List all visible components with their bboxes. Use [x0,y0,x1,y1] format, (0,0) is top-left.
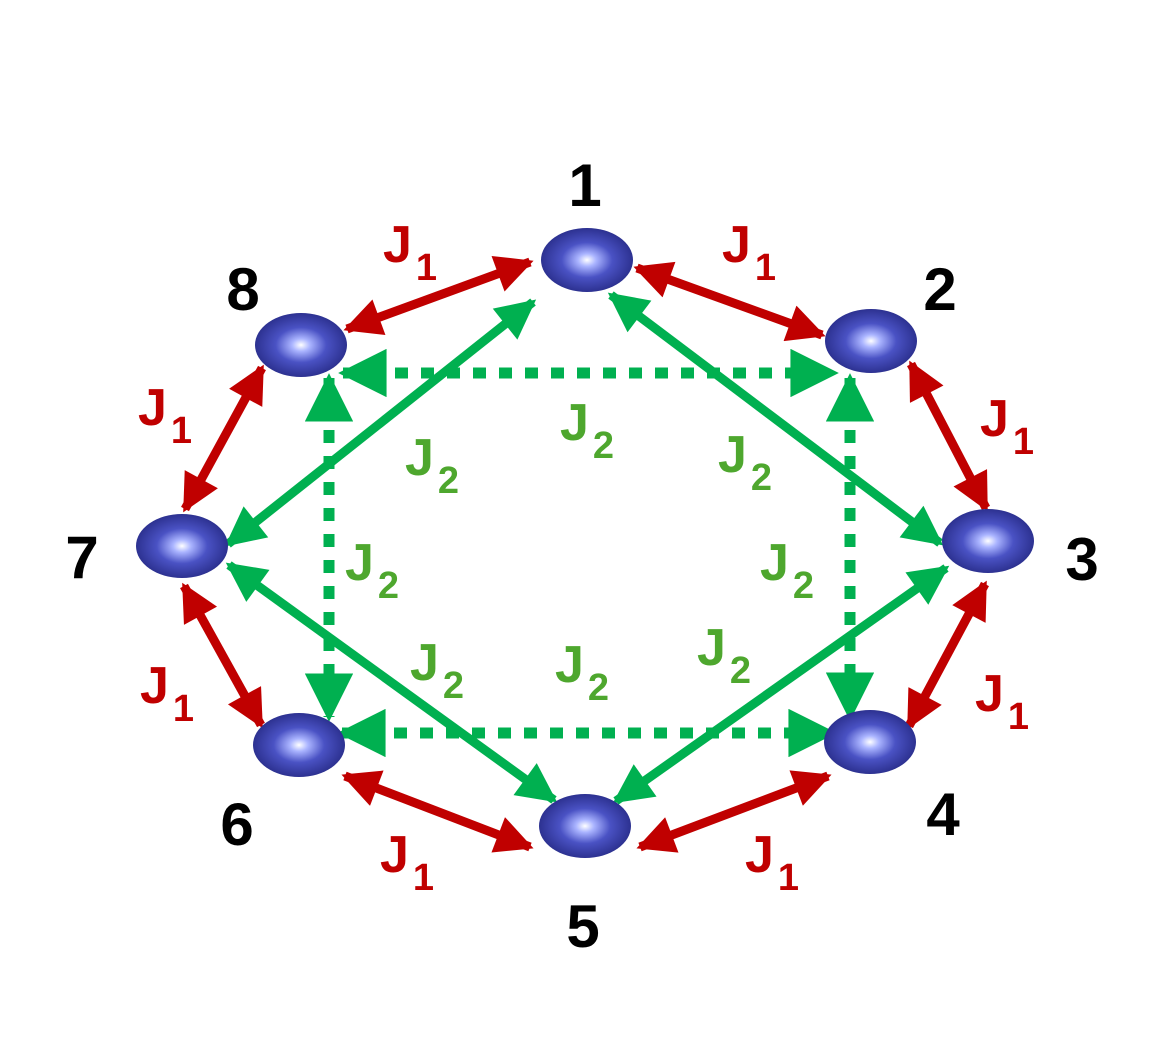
j1-bonds [180,255,990,853]
node-label-7: 7 [65,524,98,591]
j2-bond-1-7 [224,298,537,548]
j2-bond-3-5 [612,564,950,805]
j1-bond-8-1 [343,255,534,336]
node-label-5: 5 [566,893,599,960]
j1-bond-1-2 [633,261,826,342]
node-label-1: 1 [568,152,601,219]
node-labels: 1 2 3 4 5 6 7 8 [65,152,1098,960]
j1-bond-3-4 [905,580,989,730]
j1-bond-2-3 [907,360,990,512]
spin-node-5 [539,794,631,858]
node-label-6: 6 [220,791,253,858]
node-label-2: 2 [923,256,956,323]
spin-node-4 [824,710,916,774]
spin-node-2 [825,309,917,373]
spin-node-7 [136,514,228,578]
spin-nodes [136,228,1034,858]
j1-bond-6-7 [180,582,265,729]
j2-bond-5-7 [225,561,558,804]
node-label-3: 3 [1065,526,1098,593]
spin-node-8 [255,313,347,377]
spin-node-3 [942,509,1034,573]
j1-bond-4-5 [636,770,832,853]
node-label-8: 8 [226,256,259,323]
spin-node-6 [253,713,345,777]
j2-solid-bonds [224,291,950,805]
spin-node-1 [541,228,633,292]
node-label-4: 4 [926,781,960,848]
j1-bond-7-8 [181,364,266,513]
j1-bond-5-6 [341,770,534,853]
